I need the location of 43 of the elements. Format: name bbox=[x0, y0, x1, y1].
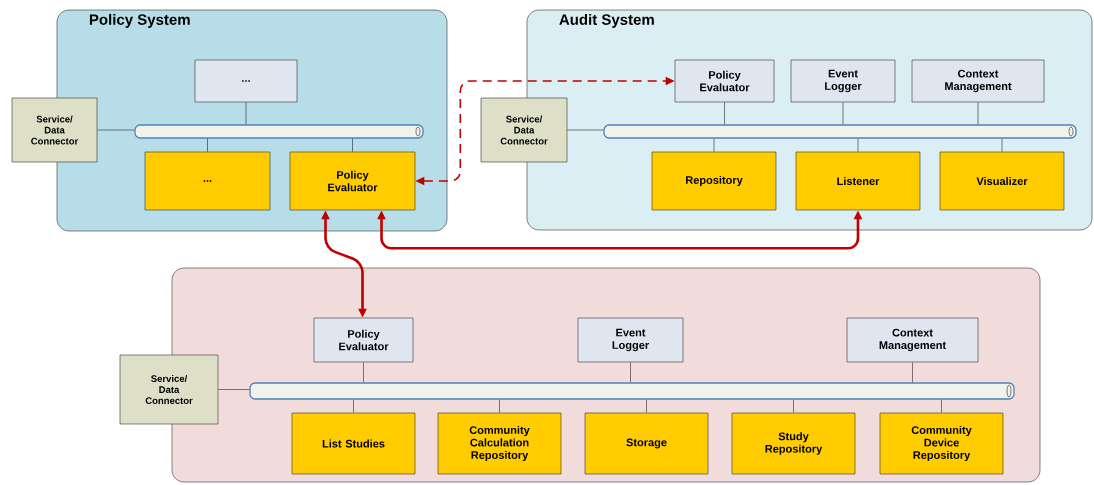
connector bbox=[842, 102, 844, 125]
connector bbox=[646, 399, 647, 413]
component-box: Context Management bbox=[846, 317, 979, 363]
module-box: Community Calculation Repository bbox=[437, 412, 562, 475]
module-box: Study Repository bbox=[731, 412, 856, 475]
connector bbox=[353, 399, 354, 413]
module-box: Visualizer bbox=[939, 151, 1065, 211]
connector bbox=[218, 389, 250, 390]
connector-box: Service/ Data Connector bbox=[119, 354, 219, 425]
connector bbox=[245, 102, 247, 125]
connector bbox=[352, 138, 353, 152]
bus-pipe bbox=[134, 124, 424, 139]
connector bbox=[857, 138, 859, 152]
bus-pipe bbox=[249, 382, 1015, 400]
module-box: ... bbox=[144, 151, 271, 211]
connector bbox=[941, 399, 942, 413]
module-box: Policy Evaluator bbox=[289, 151, 416, 211]
connector bbox=[363, 362, 364, 383]
component-box: Policy Evaluator bbox=[674, 59, 775, 103]
connector bbox=[499, 399, 500, 413]
connector bbox=[1001, 138, 1003, 152]
connector-box: Service/ Data Connector bbox=[480, 97, 568, 163]
component-box: Event Logger bbox=[577, 317, 684, 363]
module-box: List Studies bbox=[291, 412, 416, 475]
connector bbox=[630, 362, 631, 383]
connector bbox=[912, 362, 913, 383]
connector bbox=[713, 138, 715, 152]
module-box: Listener bbox=[795, 151, 921, 211]
connector bbox=[977, 102, 979, 125]
connector bbox=[724, 102, 725, 125]
component-box: ... bbox=[194, 59, 298, 103]
connector bbox=[793, 399, 794, 413]
module-box: Repository bbox=[651, 151, 777, 211]
connector-box: Service/ Data Connector bbox=[11, 97, 98, 163]
module-box: Storage bbox=[584, 412, 709, 475]
bus-pipe bbox=[603, 124, 1077, 139]
connector bbox=[97, 129, 135, 131]
component-box: Event Logger bbox=[790, 59, 896, 103]
component-box: Policy Evaluator bbox=[313, 317, 414, 363]
connector bbox=[567, 129, 604, 131]
component-box: Context Management bbox=[911, 59, 1045, 103]
module-box: Community Device Repository bbox=[879, 412, 1004, 475]
connector bbox=[207, 138, 208, 152]
